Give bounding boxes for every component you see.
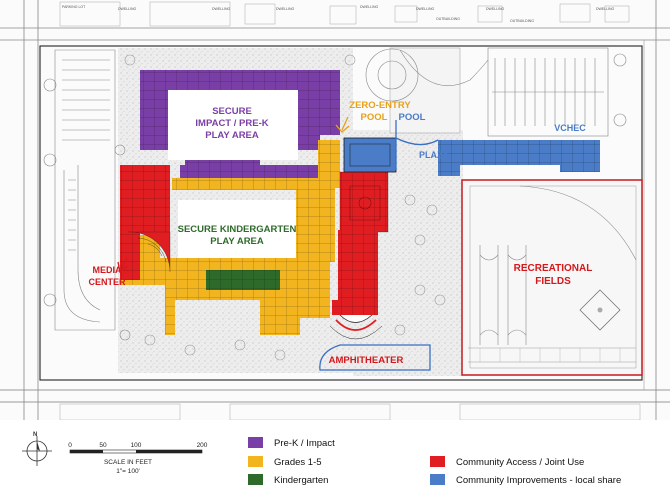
north-label: N: [33, 432, 37, 438]
legend: N 0 50 100 200 SCALE IN FEET 1"= 100' Pr…: [0, 420, 670, 487]
legend-swatch-prek: [248, 437, 263, 448]
street-label: DWELLING: [212, 7, 231, 11]
label-plaza: PLAZA: [419, 150, 449, 160]
scale-tick: 50: [99, 442, 107, 449]
label-kinder-line1: SECURE KINDERGARTEN: [178, 224, 297, 235]
label-rec-fields-line2: FIELDS: [535, 276, 571, 287]
label-zero-entry-line2: POOL: [361, 112, 388, 123]
area-labels: SECURE IMPACT / PRE-K PLAY AREA SECURE K…: [88, 100, 592, 366]
improvement-outlines: [319, 120, 439, 371]
label-vchec: VCHEC: [554, 123, 586, 133]
street-label: OUTBUILDING: [510, 19, 534, 23]
trees: [124, 54, 446, 361]
legend-label-grades: Grades 1-5: [274, 457, 322, 468]
legend-label-improvements: Community Improvements - local share: [456, 475, 621, 486]
label-prek-line3: PLAY AREA: [205, 130, 259, 141]
label-prek-line2: IMPACT / PRE-K: [195, 118, 268, 129]
legend-swatch-improvements: [430, 474, 445, 485]
legend-swatch-grades: [248, 456, 263, 467]
street-label: DWELLING: [486, 7, 505, 11]
label-kinder-line2: PLAY AREA: [210, 236, 264, 247]
zone-community-improvements: [343, 137, 600, 176]
legend-swatch-community: [430, 456, 445, 467]
label-prek-line1: SECURE: [212, 106, 252, 117]
label-rec-fields-line1: RECREATIONAL: [514, 263, 593, 274]
parking-lot-west: [43, 49, 131, 341]
street-label: DWELLING: [118, 7, 137, 11]
scale-caption: SCALE IN FEET: [104, 459, 152, 466]
legend-label-kinder: Kindergarten: [274, 475, 328, 486]
zone-prek-impact: [140, 70, 340, 180]
label-amphitheater: AMPHITHEATER: [329, 355, 404, 366]
legend-label-community: Community Access / Joint Use: [456, 457, 584, 468]
parking-lot-east: [399, 47, 627, 137]
street-label: OUTBUILDING: [436, 17, 460, 21]
street-label: DWELLING: [360, 5, 379, 9]
label-zero-entry-line1: ZERO-ENTRY: [349, 100, 411, 111]
label-pool: POOL: [399, 112, 426, 123]
recreational-fields: [461, 179, 643, 376]
scale-tick: 0: [68, 442, 72, 449]
legend-label-prek: Pre-K / Impact: [274, 438, 335, 449]
street-label: DWELLING: [596, 7, 615, 11]
street-label: PARKING LOT: [62, 5, 86, 9]
scale-ratio: 1"= 100': [116, 468, 140, 475]
label-media-line1: MEDIA: [93, 265, 123, 275]
scale-tick: 200: [197, 442, 208, 449]
label-media-line2: CENTER: [88, 277, 126, 287]
street-label: DWELLING: [416, 7, 435, 11]
scale-tick: 100: [131, 442, 142, 449]
street-label: DWELLING: [276, 7, 295, 11]
scale-bar-icon: 0 50 100 200 SCALE IN FEET 1"= 100': [68, 442, 208, 475]
street-labels: PARKING LOT DWELLING DWELLING DWELLING D…: [62, 5, 615, 23]
callout-arrows: [117, 116, 350, 274]
zone-kindergarten: [178, 200, 296, 290]
legend-swatch-kinder: [248, 474, 263, 485]
north-arrow-icon: N: [22, 432, 52, 466]
circular-dropoff: [365, 48, 419, 102]
